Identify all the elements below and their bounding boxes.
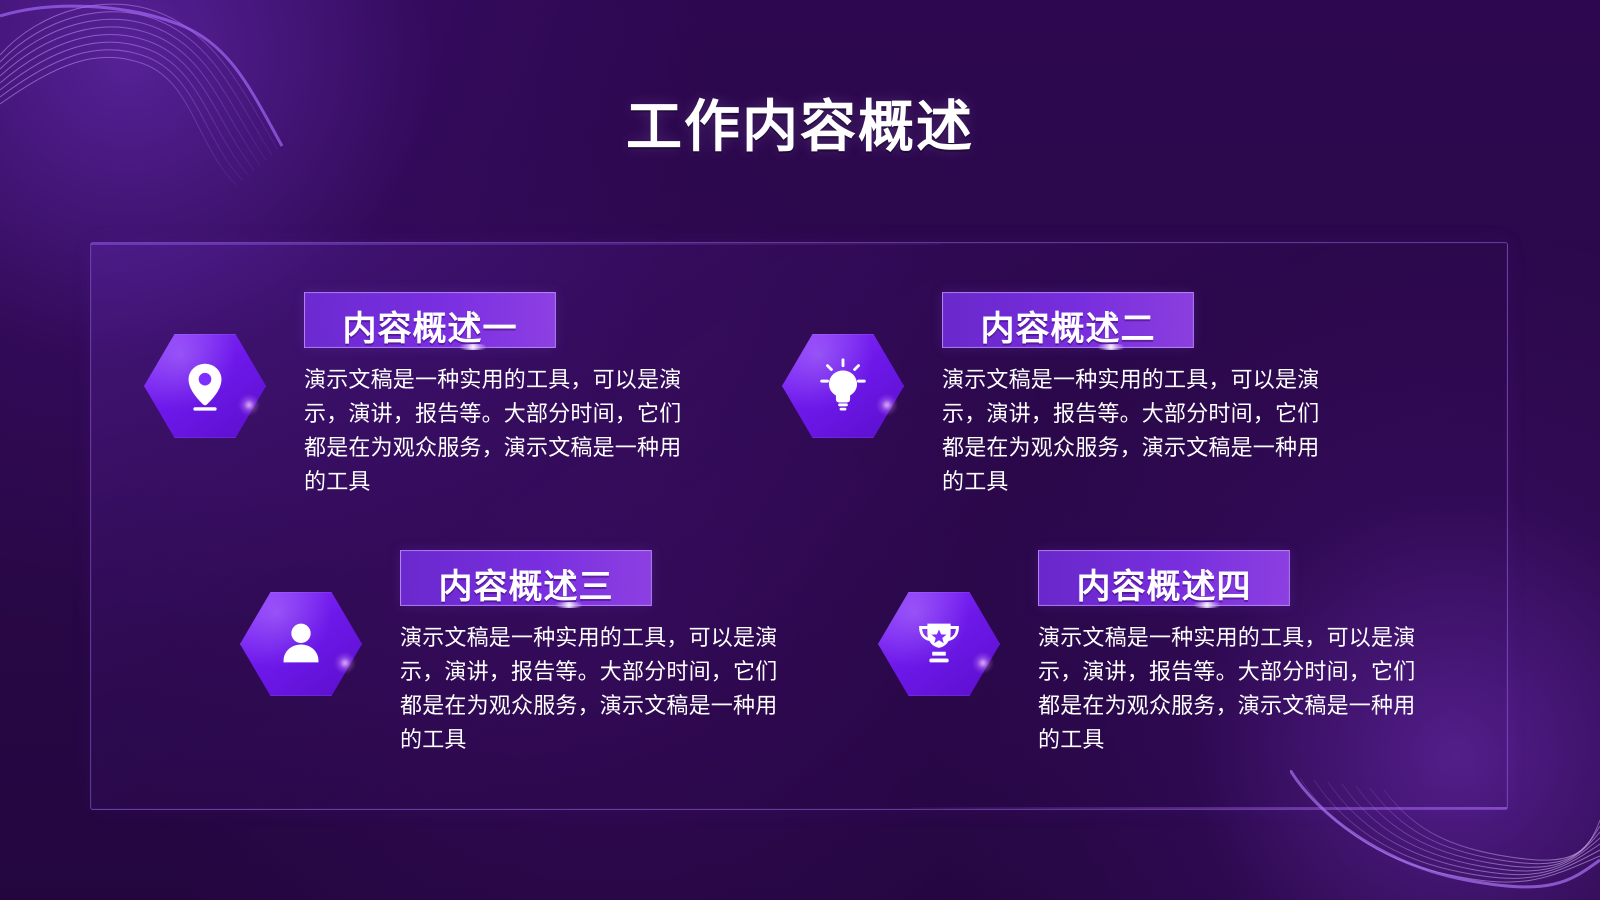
overview-card-1: 内容概述一 演示文稿是一种实用的工具，可以是演示，演讲，报告等。大部分时间，它们…: [144, 292, 681, 522]
card-title-badge-3: 内容概述三: [400, 550, 652, 608]
hexagon-glow-4: [972, 652, 994, 674]
hexagon-icon-badge-4: [878, 592, 1000, 696]
card-title-2: 内容概述二: [980, 309, 1156, 349]
card-title-badge-4: 内容概述四: [1038, 550, 1290, 608]
location-pin-icon: [188, 363, 222, 411]
hexagon-icon-badge-2: [782, 334, 904, 438]
card-description-3: 演示文稿是一种实用的工具，可以是演示，演讲，报告等。大部分时间，它们都是在为观众…: [400, 626, 778, 753]
page-title: 工作内容概述: [626, 95, 974, 160]
hexagon-glow-2: [876, 394, 898, 416]
user-icon: [283, 623, 319, 663]
card-title-1: 内容概述一: [342, 309, 518, 349]
hexagon-glow-3: [334, 652, 356, 674]
overview-card-4: 内容概述四 演示文稿是一种实用的工具，可以是演示，演讲，报告等。大部分时间，它们…: [878, 550, 1415, 780]
overview-card-2: 内容概述二 演示文稿是一种实用的工具，可以是演示，演讲，报告等。大部分时间，它们…: [782, 292, 1319, 522]
overview-card-3: 内容概述三 演示文稿是一种实用的工具，可以是演示，演讲，报告等。大部分时间，它们…: [240, 550, 777, 780]
card-title-badge-1: 内容概述一: [304, 292, 556, 350]
hexagon-icon-badge-3: [240, 592, 362, 696]
card-description-2: 演示文稿是一种实用的工具，可以是演示，演讲，报告等。大部分时间，它们都是在为观众…: [942, 368, 1320, 495]
hexagon-glow-1: [238, 394, 260, 416]
hexagon-icon-badge-1: [144, 334, 266, 438]
trophy-icon: [919, 623, 959, 663]
card-description-1: 演示文稿是一种实用的工具，可以是演示，演讲，报告等。大部分时间，它们都是在为观众…: [304, 368, 682, 495]
light-bulb-icon: [820, 358, 866, 411]
card-title-4: 内容概述四: [1076, 567, 1252, 607]
card-title-3: 内容概述三: [438, 567, 614, 607]
card-description-4: 演示文稿是一种实用的工具，可以是演示，演讲，报告等。大部分时间，它们都是在为观众…: [1038, 626, 1416, 753]
card-title-badge-2: 内容概述二: [942, 292, 1194, 350]
